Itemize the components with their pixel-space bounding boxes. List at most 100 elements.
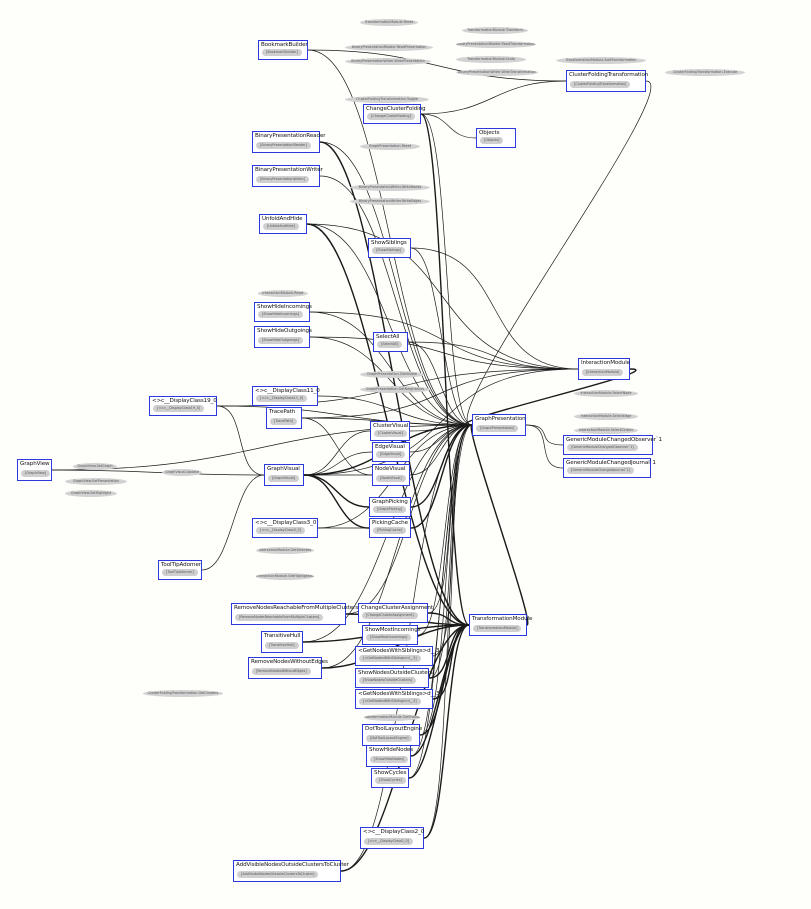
class-node-displayclass11_0[interactable]: <>c__DisplayClass11_0[<>c__DisplayClass1… [252,386,320,406]
class-node-unfoldandhide[interactable]: UnfoldAndHide[UnfoldAndHide] [259,214,307,234]
class-node-graphview[interactable]: GraphView[GraphView] [17,459,52,481]
dependency-edge [319,175,473,426]
class-node-nodevisual[interactable]: NodeVisual[NodeVisual] [372,464,410,486]
class-node-subtitle: [ShowCycles] [375,777,406,784]
class-node-transitivehull[interactable]: TransitiveHull[TransitiveHull] [261,631,303,653]
class-node-subtitle: [GenericModuleChangedObserver`1] [567,444,638,451]
class-node-shownodesoutsideclusters[interactable]: ShowNodesOutsideClusters[ShowNodesOutsid… [355,668,433,688]
method-node[interactable]: GraphView.SetHighlight [65,490,117,497]
class-node-dottoollayoutengine[interactable]: DotToolLayoutEngine[DotToolLayoutEngine] [362,724,422,746]
method-node[interactable]: BinaryPresentationWriter.WriteTransforma… [456,69,538,76]
class-node-subtitle: [ChangeClusterAssignment] [362,612,418,619]
method-node[interactable]: BinaryPresentationReader.ReadPresentatio… [345,44,433,51]
method-node[interactable]: TransformationModule.Undo [456,56,526,63]
class-node-removenodesreachablefrommultipleclusters[interactable]: RemoveNodesReachableFromMultipleClusters… [231,603,358,625]
class-node-interactionmodule[interactable]: InteractionModule[InteractionModule] [578,358,630,380]
method-node[interactable]: TransformationModule.Reset [360,19,418,26]
method-node[interactable]: TransformationModule.Transform [462,27,528,34]
method-node[interactable]: BinaryPresentationReader.ReadTransformat… [456,41,536,48]
method-node[interactable]: GraphView.SetPresentation [65,478,127,485]
class-node-changeclusterfolding[interactable]: ChangeClusterFolding[ChangeClusterFoldin… [363,104,426,124]
class-node-label: ClusterVisual [373,423,409,429]
class-node-subtitle: [<>c__DisplayClass19_0] [153,405,205,412]
class-node-showhidenodes[interactable]: ShowHideNodes[ShowHideNodes] [366,745,413,767]
class-node-genericmodulechangedjournal[interactable]: GenericModuleChangedJournal`1[GenericMod… [563,458,656,478]
method-node[interactable]: InteractionModule.SelectCluster [574,427,638,434]
dependency-edge [408,424,473,779]
method-node[interactable]: ClusterFoldingTransformation.Execute [665,69,745,76]
class-node-removenodeswithoutedges[interactable]: RemoveNodesWithoutEdges[RemoveNodesWitho… [248,657,328,679]
class-node-showcycles[interactable]: ShowCycles[ShowCycles] [371,768,409,788]
class-node-subtitle: [ClusterVisual] [374,430,407,437]
class-node-bookmarkbuilder[interactable]: BookmarkBuilder[BookmarkBuilder] [258,40,308,60]
class-node-subtitle: [ChangeClusterFolding] [367,113,415,120]
method-node[interactable]: ClusterFoldingTransformation.Toggle [345,96,429,103]
dependency-edge [309,311,579,370]
class-node-genericmodulechangedobserver[interactable]: GenericModuleChangedObserver`1[GenericMo… [563,435,662,455]
class-node-subtitle: [NodeVisual] [376,475,406,482]
class-node-label: BinaryPresentationReader [255,133,326,139]
class-node-getnodeswithsiblings1[interactable]: <GetNodesWithSiblings>d__3[<GetNodesWith… [355,646,440,666]
class-node-transformationmodule[interactable]: TransformationModule[TransformationModul… [469,614,532,636]
method-node[interactable]: TransformationModule.AddTransformation [556,57,646,64]
dependency-edge [410,247,579,370]
method-node[interactable]: InteractionModule.GetSelected [256,547,314,554]
method-node[interactable]: ClusterFoldingTransformation.GetClusters [143,690,223,697]
class-node-displayclass19_0[interactable]: <>c__DisplayClass19_0[<>c__DisplayClass1… [149,396,217,416]
dependency-edge [470,424,529,626]
class-node-tracepath[interactable]: TracePath[TracePath] [266,407,302,429]
class-node-objects[interactable]: Objects[Objects] [476,128,516,148]
method-node[interactable]: InteractionModule.Reset [258,290,308,297]
dependency-edge [319,141,470,626]
class-node-showsiblings[interactable]: ShowSiblings[ShowSiblings] [368,238,411,258]
method-node[interactable]: BinaryPresentationWriter.WriteEdges [350,198,430,205]
class-node-label: GraphPicking [372,499,408,505]
method-node[interactable]: InteractionModule.SelectEdge [574,413,638,420]
class-node-pickingcache[interactable]: PickingCache[PickingCache] [369,518,411,538]
class-node-edgevisual[interactable]: EdgeVisual[EdgeVisual] [372,442,410,462]
method-node[interactable]: GraphVisual.Update [162,469,202,476]
class-node-showhideoutgoings[interactable]: ShowHideOutgoings[ShowHideOutgoings] [254,326,312,348]
class-node-getnodeswithsiblings2[interactable]: <GetNodesWithSiblings>d__3[<GetNodesWith… [355,689,440,709]
dependency-edge [309,336,579,370]
class-node-label: ToolTipAdorner [161,562,202,568]
dependency-edge [216,405,265,476]
method-node[interactable]: BinaryPresentationWriter.WriteNodes [350,184,430,191]
class-node-graphpresentation[interactable]: GraphPresentation[GraphPresentation] [472,414,526,436]
method-node[interactable]: TransformationModule.GetTransformations [364,714,420,721]
dependency-edge [303,430,371,476]
class-node-changeclusterassignment[interactable]: ChangeClusterAssignment[ChangeClusterAss… [358,603,433,623]
dependency-edge [319,141,473,426]
method-node[interactable]: GraphPresentation.GetNeighbours [360,386,430,393]
class-node-displayclass3_0[interactable]: <>c__DisplayClass3_0[<>c__DisplayClass3_… [252,518,318,538]
class-node-clusterfoldingtransformation[interactable]: ClusterFoldingTransformation[ClusterFold… [566,70,648,92]
class-node-label: TransitiveHull [264,633,301,639]
class-node-subtitle: [<GetNodesWithSiblings>d__3] [359,698,421,705]
method-node[interactable]: InteractionModule.SelectNode [574,390,638,397]
class-node-graphpicking[interactable]: GraphPicking[GraphPicking] [369,497,411,517]
class-node-clustervisual[interactable]: ClusterVisual[ClusterVisual] [370,421,410,441]
dependency-edge [307,49,473,426]
class-node-subtitle: [InteractionModule] [582,369,624,376]
class-node-showmostincomings[interactable]: ShowMostIncomings[ShowMostIncomings] [362,625,421,645]
class-node-showhideincomings[interactable]: ShowHideIncomings[ShowHideIncomings] [254,302,312,322]
dependency-edge [432,424,473,700]
class-node-tooltipadorner[interactable]: ToolTipAdorner[ToolTipAdorner] [158,560,202,580]
dependency-edge [407,341,579,370]
class-node-label: AddVisibleNodesOutsideClustersToCluster [236,862,349,868]
dependency-edge [307,49,567,82]
class-node-displayclass2_0[interactable]: <>c__DisplayClass2_0[<>c__DisplayClass2_… [360,827,424,849]
dependency-edge [301,368,579,419]
class-node-subtitle: [RemoveNodesWithoutEdges] [252,668,311,675]
class-node-subtitle: [Objects] [480,137,504,144]
class-node-binarypresentationwriter[interactable]: BinaryPresentationWriter[BinaryPresentat… [252,165,323,187]
class-node-graphvisual[interactable]: GraphVisual[GraphVisual] [264,464,304,486]
method-node[interactable]: GraphPresentation.Reset [360,143,420,150]
class-node-selectall[interactable]: SelectAll[SelectAll] [373,332,408,352]
method-node[interactable]: InteractionModule.GetHighlighted [256,573,314,580]
method-node[interactable]: GraphView.SetGraph [73,463,117,470]
class-node-binarypresentationreader[interactable]: BinaryPresentationReader[BinaryPresentat… [252,131,326,153]
method-node[interactable]: BinaryPresentationWriter.WritePresentati… [345,58,431,65]
method-node[interactable]: GraphPresentation.GetVisible [360,371,424,378]
class-node-addvisiblenodesoutsideclusterstocluster[interactable]: AddVisibleNodesOutsideClustersToCluster[… [233,860,349,882]
